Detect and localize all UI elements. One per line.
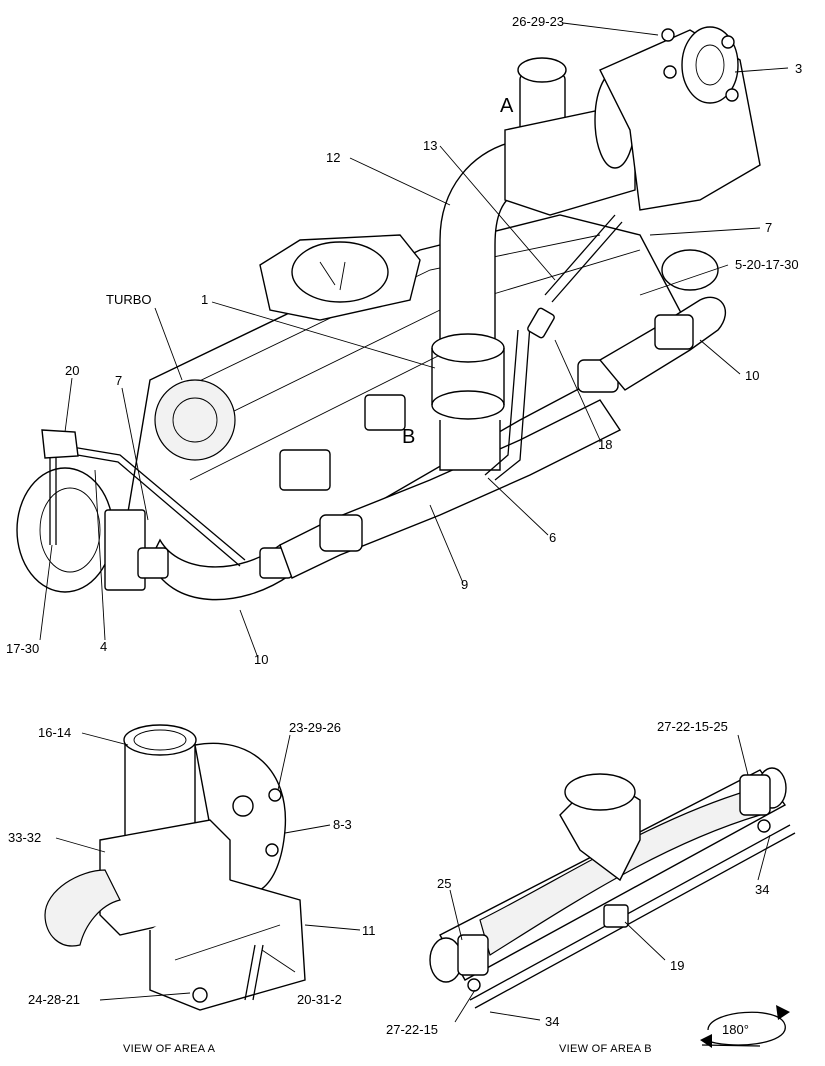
view-b-caption: VIEW OF AREA B bbox=[559, 1043, 652, 1055]
callout-labels-view-a: 16-14 23-29-26 8-3 33-32 11 24-28-21 20-… bbox=[8, 720, 376, 1055]
callout-20: 20 bbox=[65, 363, 79, 378]
leader-lines-view-b bbox=[449, 734, 771, 1023]
callout-11: 11 bbox=[362, 923, 376, 938]
upper-tube-10-right bbox=[598, 249, 727, 391]
view-area-a-drawing bbox=[44, 724, 306, 1011]
callout-16-14: 16-14 bbox=[38, 725, 71, 740]
callout-18: 18 bbox=[598, 437, 612, 452]
callout-1: 1 bbox=[201, 292, 208, 307]
rotation-180-icon: 180° bbox=[700, 1005, 790, 1048]
view-area-b-drawing bbox=[429, 767, 796, 1009]
callout-17-30: 17-30 bbox=[6, 641, 39, 656]
callout-labels-main: 26-29-23 3 A 13 12 7 5-20-17-30 TURBO 1 … bbox=[6, 14, 802, 667]
callout-12: 12 bbox=[326, 150, 340, 165]
callout-23-29-26: 23-29-26 bbox=[289, 720, 341, 735]
callout-25: 25 bbox=[437, 876, 451, 891]
callout-4: 4 bbox=[100, 639, 107, 654]
callout-13: 13 bbox=[423, 138, 437, 153]
view-a-caption: VIEW OF AREA A bbox=[123, 1043, 216, 1055]
callout-26-29-23: 26-29-23 bbox=[512, 14, 564, 29]
long-tube-9 bbox=[279, 359, 622, 579]
area-a-marker: A bbox=[500, 95, 514, 117]
callout-10-right: 10 bbox=[745, 368, 759, 383]
area-b-marker: B bbox=[402, 426, 415, 448]
callout-34-right: 34 bbox=[755, 882, 769, 897]
callout-8-3: 8-3 bbox=[333, 817, 352, 832]
callout-19: 19 bbox=[670, 958, 684, 973]
callout-7-right: 7 bbox=[765, 220, 772, 235]
callout-24-28-21: 24-28-21 bbox=[28, 992, 80, 1007]
bracket-tube-13 bbox=[484, 214, 623, 481]
callout-turbo: TURBO bbox=[106, 292, 152, 307]
left-flange-elbow bbox=[16, 467, 146, 593]
callout-10-bottom: 10 bbox=[254, 652, 268, 667]
leader-lines-view-a bbox=[55, 732, 361, 1001]
callout-34-bottom: 34 bbox=[545, 1014, 559, 1029]
callout-6: 6 bbox=[549, 530, 556, 545]
elbow-pipe-12 bbox=[431, 139, 561, 471]
tube-6 bbox=[41, 429, 246, 567]
engine-block-outline bbox=[119, 214, 691, 591]
callout-20-31-2: 20-31-2 bbox=[297, 992, 342, 1007]
callout-5-20-17-30: 5-20-17-30 bbox=[735, 257, 799, 272]
leader-lines-main bbox=[39, 22, 789, 659]
callout-3: 3 bbox=[795, 61, 802, 76]
callout-7-left: 7 bbox=[115, 373, 122, 388]
callout-27-22-15: 27-22-15 bbox=[386, 1022, 438, 1037]
upper-fitting-area-a bbox=[504, 26, 761, 216]
rotation-label: 180° bbox=[722, 1022, 749, 1037]
callout-27-22-15-25: 27-22-15-25 bbox=[657, 719, 728, 734]
callout-33-32: 33-32 bbox=[8, 830, 41, 845]
callout-labels-view-b: 27-22-15-25 34 25 19 27-22-15 34 VIEW OF… bbox=[386, 719, 769, 1055]
callout-9: 9 bbox=[461, 577, 468, 592]
